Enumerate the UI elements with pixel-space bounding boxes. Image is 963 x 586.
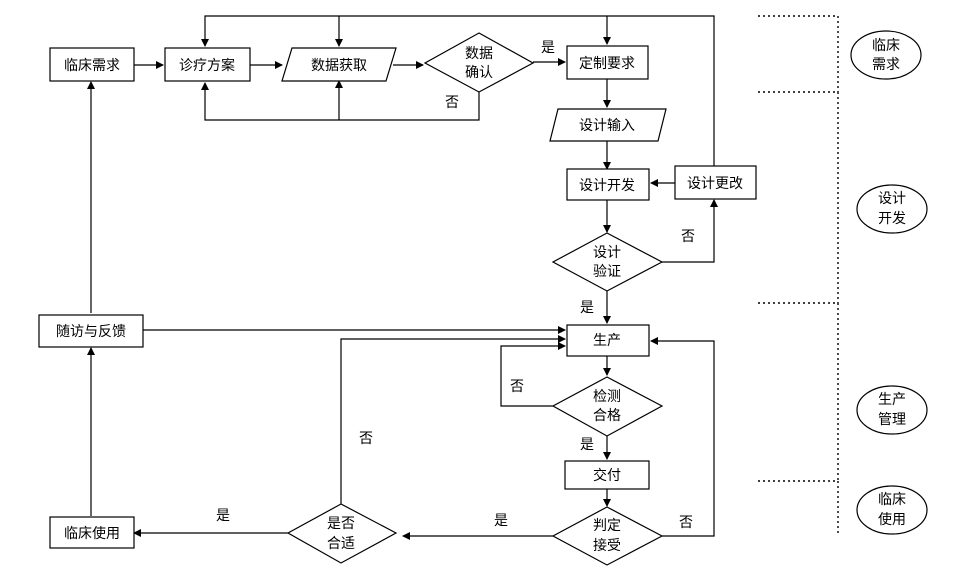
para-design-input bbox=[549, 108, 667, 142]
phase-production-management: 生产 管理 bbox=[856, 385, 928, 435]
box-follow-up-feedback bbox=[38, 314, 144, 348]
phase-design-development-line2: 开发 bbox=[878, 211, 906, 227]
connectors bbox=[87, 15, 718, 540]
phase-clinical-need-line2: 需求 bbox=[872, 57, 900, 73]
phase-production-management-line1: 生产 bbox=[878, 392, 906, 408]
diamond-design-verify bbox=[551, 232, 664, 292]
box-clinical-use bbox=[49, 516, 135, 549]
edge-label-inspect-yes: 是 bbox=[580, 437, 594, 453]
phase-labels: 临床 需求 设计 开发 生产 管理 临床 使用 bbox=[850, 30, 928, 535]
label-treatment-plan: 诊疗方案 bbox=[179, 57, 235, 74]
edge-label-inspect-no: 否 bbox=[510, 379, 524, 395]
label-is-suitable-1: 是否 bbox=[327, 516, 355, 532]
node-labels: 临床需求 诊疗方案 数据获取 数据 确认 定制要求 设计输入 设计开发 设计更改… bbox=[56, 46, 743, 554]
label-production: 生产 bbox=[593, 333, 621, 349]
label-is-suitable-2: 合适 bbox=[327, 536, 355, 552]
phase-design-development-line1: 设计 bbox=[878, 191, 906, 207]
edge-label-confirm-yes: 是 bbox=[541, 40, 555, 56]
box-treatment-plan bbox=[164, 47, 251, 82]
edge-label-judge-yes: 是 bbox=[494, 513, 508, 529]
io-shapes bbox=[281, 47, 667, 142]
diamond-accept-judgement bbox=[551, 506, 664, 566]
box-delivery bbox=[564, 460, 650, 490]
box-design-change bbox=[674, 165, 757, 200]
label-clinical-need: 临床需求 bbox=[64, 58, 120, 74]
edge-label-verify-yes: 是 bbox=[580, 300, 594, 316]
box-production bbox=[566, 324, 650, 357]
edge-label-verify-no: 否 bbox=[681, 229, 695, 245]
label-design-verify-2: 验证 bbox=[593, 264, 621, 280]
phase-design-development: 设计 开发 bbox=[856, 184, 928, 234]
phase-production-management-line2: 管理 bbox=[878, 412, 906, 428]
edge-verify-no-to-change bbox=[662, 199, 718, 263]
label-design-change: 设计更改 bbox=[687, 176, 743, 192]
process-boxes bbox=[38, 45, 757, 549]
label-design-verify-1: 设计 bbox=[593, 245, 621, 261]
label-follow-up-feedback: 随访与反馈 bbox=[56, 324, 126, 340]
diamond-inspection-pass bbox=[551, 376, 664, 437]
edge-label-confirm-no: 否 bbox=[445, 95, 459, 111]
label-custom-requirement: 定制要求 bbox=[579, 56, 635, 72]
label-clinical-use: 临床使用 bbox=[64, 525, 120, 542]
phase-clinical-need-line1: 临床 bbox=[872, 38, 900, 54]
edge-change-feedback-top bbox=[201, 15, 715, 166]
label-design-input: 设计输入 bbox=[579, 118, 635, 134]
edge-judge-no-to-production bbox=[650, 337, 715, 537]
para-data-acquisition bbox=[281, 47, 397, 82]
phase-clinical-use-line1: 临床 bbox=[878, 492, 906, 508]
phase-clinical-use-line2: 使用 bbox=[878, 511, 906, 528]
diamond-is-suitable bbox=[286, 503, 398, 564]
box-clinical-need bbox=[49, 47, 135, 82]
diamond-data-confirm bbox=[423, 32, 535, 93]
edge-label-suitable-yes: 是 bbox=[216, 508, 230, 524]
label-design-development: 设计开发 bbox=[579, 178, 635, 194]
phase-brackets bbox=[758, 15, 839, 534]
label-inspection-pass-1: 检测 bbox=[593, 389, 621, 405]
phase-clinical-use: 临床 使用 bbox=[856, 485, 928, 535]
label-inspection-pass-2: 合格 bbox=[593, 408, 621, 424]
edge-confirm-no-loop bbox=[201, 82, 480, 121]
label-accept-judgement-1: 判定 bbox=[593, 518, 621, 534]
edge-inspect-no-loop bbox=[500, 342, 566, 407]
edge-labels: 是 否 否 是 否 是 否 是 否 是 bbox=[216, 40, 695, 531]
edge-label-suitable-no: 否 bbox=[359, 431, 373, 447]
phase-clinical-need: 临床 需求 bbox=[850, 30, 922, 80]
label-data-acquisition: 数据获取 bbox=[311, 58, 367, 74]
edge-label-judge-no: 否 bbox=[679, 515, 693, 531]
label-data-confirm-1: 数据 bbox=[465, 46, 493, 62]
box-custom-requirement bbox=[566, 45, 649, 80]
label-delivery: 交付 bbox=[593, 467, 621, 484]
label-data-confirm-2: 确认 bbox=[465, 65, 493, 81]
decision-shapes bbox=[286, 32, 664, 566]
edge-suitable-no-to-production bbox=[340, 335, 566, 504]
box-design-development bbox=[566, 168, 650, 201]
label-accept-judgement-2: 接受 bbox=[593, 537, 621, 554]
